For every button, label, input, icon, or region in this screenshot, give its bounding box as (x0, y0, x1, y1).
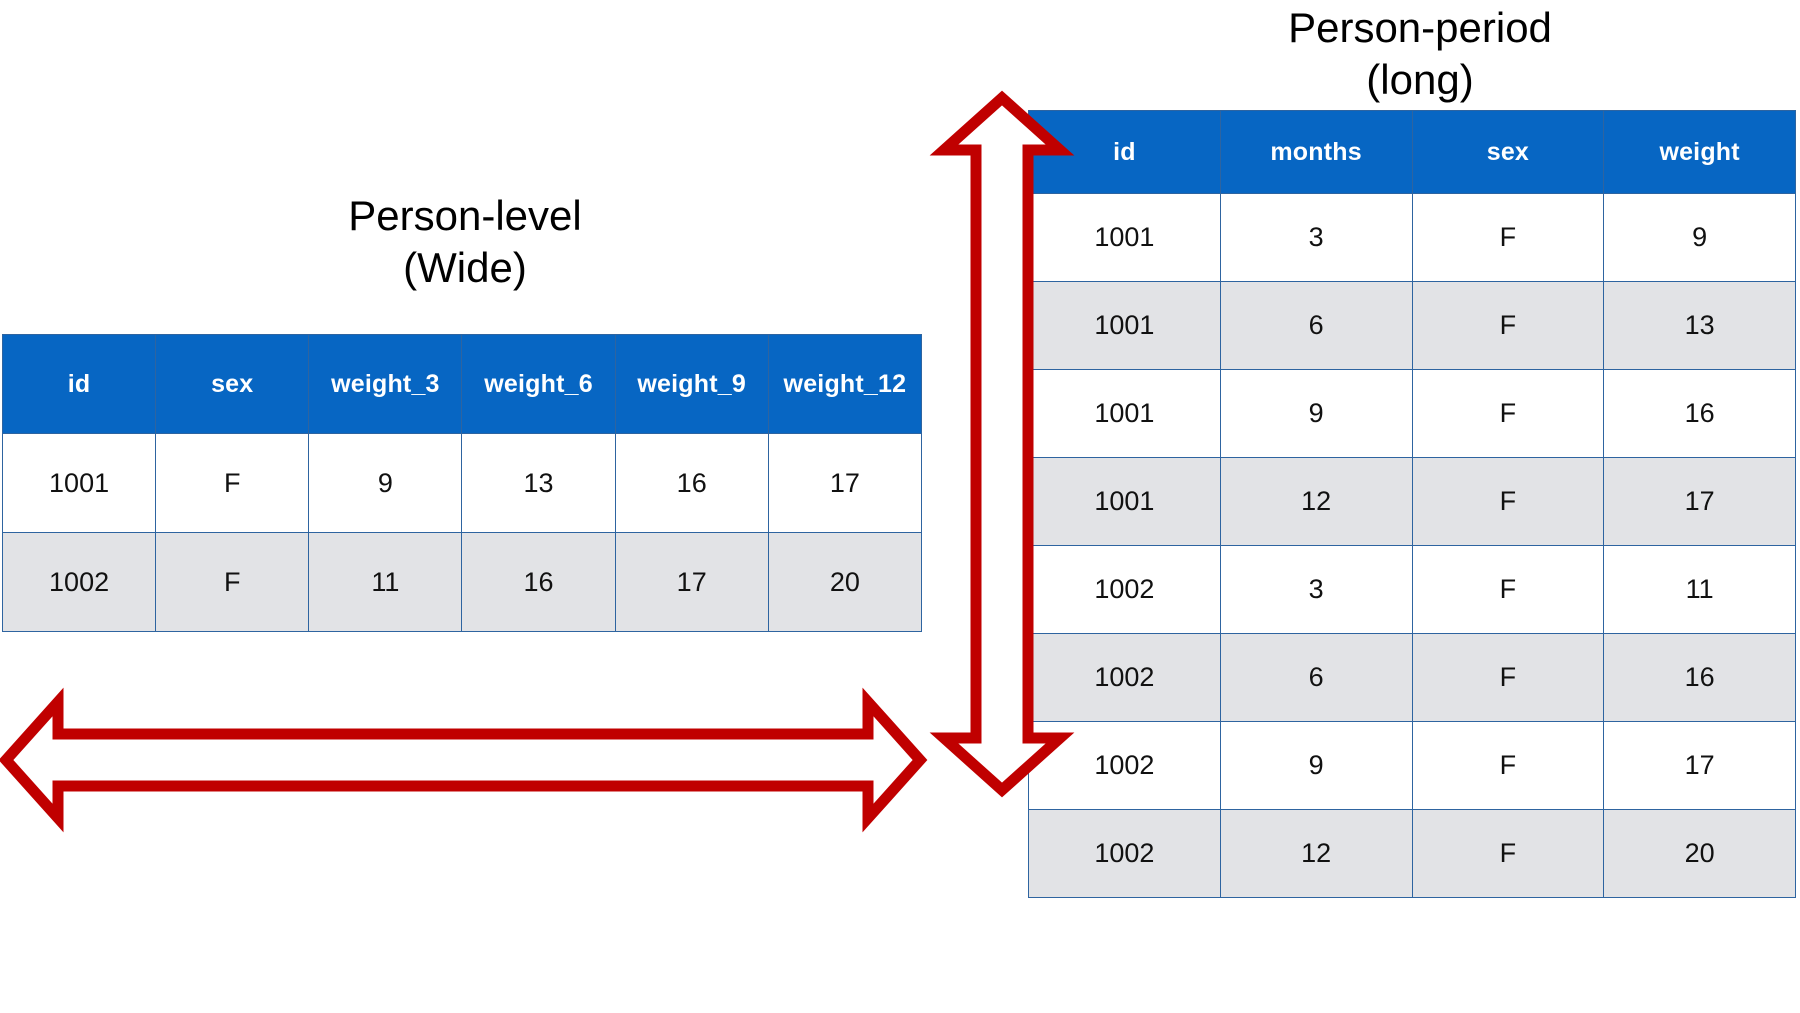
column-header-weight: weight (1603, 110, 1796, 194)
cell-id: 1001 (1, 433, 157, 533)
cell-months: 3 (1219, 545, 1413, 634)
cell-sex: F (1411, 193, 1605, 282)
cell-months: 6 (1219, 633, 1413, 722)
table-row: 1002 6 F 16 (1028, 633, 1796, 722)
table-header-row: id sex weight_3 weight_6 weight_9 weight… (1, 334, 923, 434)
cell-weight: 17 (1603, 721, 1796, 810)
double-headed-vertical-arrow (929, 90, 1075, 798)
cell-sex: F (155, 532, 310, 632)
long-table-title: Person-period (long) (1288, 4, 1552, 103)
cell-weight: 11 (1603, 545, 1796, 634)
cell-weight-9: 17 (614, 532, 769, 632)
cell-weight: 20 (1603, 809, 1796, 898)
table-row: 1002 F 11 16 17 20 (1, 532, 923, 632)
cell-weight-3: 9 (308, 433, 463, 533)
cell-weight-9: 16 (614, 433, 769, 533)
column-header-weight-3: weight_3 (308, 334, 463, 434)
cell-weight-12: 17 (767, 433, 923, 533)
column-header-sex: sex (1411, 110, 1605, 194)
cell-id: 1002 (1028, 809, 1221, 898)
cell-sex: F (1411, 809, 1605, 898)
column-header-sex: sex (155, 334, 310, 434)
column-header-id: id (1028, 110, 1221, 194)
table-row: 1001 12 F 17 (1028, 457, 1796, 546)
cell-id: 1002 (1, 532, 157, 632)
cell-weight-6: 13 (461, 433, 616, 533)
cell-months: 12 (1219, 809, 1413, 898)
cell-weight: 13 (1603, 281, 1796, 370)
cell-months: 9 (1219, 369, 1413, 458)
cell-weight: 17 (1603, 457, 1796, 546)
table-row: 1001 F 9 13 16 17 (1, 433, 923, 533)
table-row: 1001 6 F 13 (1028, 281, 1796, 370)
person-level-wide-table: id sex weight_3 weight_6 weight_9 weight… (1, 334, 923, 632)
table-row: 1002 9 F 17 (1028, 721, 1796, 810)
column-header-weight-12: weight_12 (767, 334, 923, 434)
cell-id: 1001 (1028, 281, 1221, 370)
cell-id: 1002 (1028, 633, 1221, 722)
column-header-months: months (1219, 110, 1413, 194)
table-row: 1001 3 F 9 (1028, 193, 1796, 282)
cell-sex: F (155, 433, 310, 533)
cell-weight: 16 (1603, 369, 1796, 458)
double-headed-horizontal-arrow (0, 687, 928, 833)
cell-weight-6: 16 (461, 532, 616, 632)
wide-table-title: Person-level (Wide) (348, 192, 582, 291)
cell-weight: 9 (1603, 193, 1796, 282)
table-row: 1002 3 F 11 (1028, 545, 1796, 634)
cell-weight: 16 (1603, 633, 1796, 722)
table-row: 1001 9 F 16 (1028, 369, 1796, 458)
cell-weight-12: 20 (767, 532, 923, 632)
cell-sex: F (1411, 721, 1605, 810)
cell-months: 6 (1219, 281, 1413, 370)
cell-months: 9 (1219, 721, 1413, 810)
column-header-id: id (1, 334, 157, 434)
cell-sex: F (1411, 545, 1605, 634)
cell-sex: F (1411, 369, 1605, 458)
cell-weight-3: 11 (308, 532, 463, 632)
cell-sex: F (1411, 281, 1605, 370)
cell-sex: F (1411, 633, 1605, 722)
cell-months: 3 (1219, 193, 1413, 282)
person-period-long-table: id months sex weight 1001 3 F 9 1001 6 F… (1028, 110, 1796, 898)
table-header-row: id months sex weight (1028, 110, 1796, 194)
cell-id: 1001 (1028, 369, 1221, 458)
column-header-weight-6: weight_6 (461, 334, 616, 434)
cell-id: 1002 (1028, 545, 1221, 634)
column-header-weight-9: weight_9 (614, 334, 769, 434)
cell-months: 12 (1219, 457, 1413, 546)
cell-sex: F (1411, 457, 1605, 546)
cell-id: 1001 (1028, 193, 1221, 282)
table-row: 1002 12 F 20 (1028, 809, 1796, 898)
